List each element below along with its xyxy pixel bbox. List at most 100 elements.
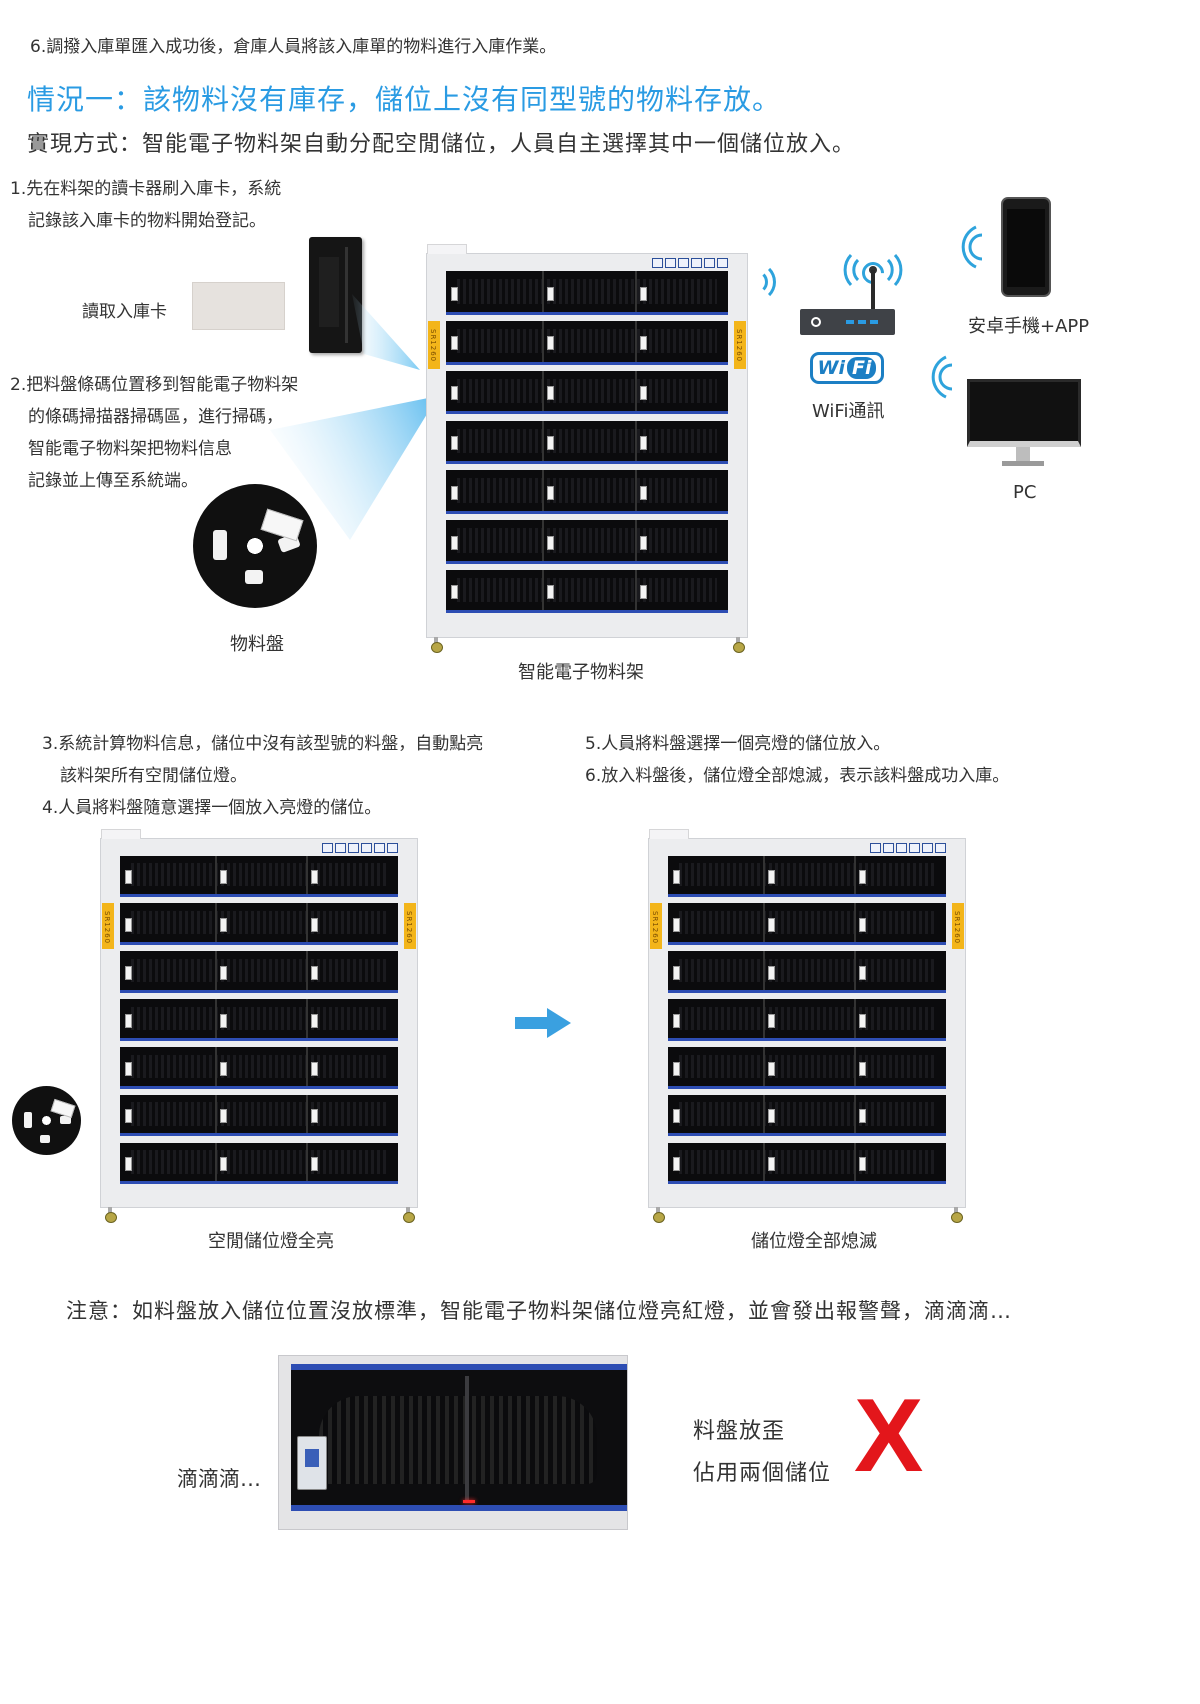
wifi-logo: Wi Fi: [810, 352, 884, 384]
slot-indicator: [311, 965, 319, 980]
panel-button-icon: [716, 258, 728, 268]
situation-method: 實現方式：智能電子物料架自動分配空閒儲位，人員自主選擇其中一個儲位放入。: [27, 132, 856, 157]
slot-indicator: [311, 870, 319, 885]
shelf-divider: [634, 569, 637, 611]
panel-button-icon: [387, 843, 399, 853]
scan-beams: [270, 294, 438, 540]
shelf-divider: [854, 903, 857, 943]
shelf-divider: [214, 951, 217, 990]
slot-indicator: [124, 918, 132, 933]
storage-shelf: [667, 903, 947, 946]
step2-line3: 智能電子物料架把物料信息: [28, 439, 232, 459]
slot-indicator: [639, 585, 647, 600]
shelf-slots: [679, 911, 935, 935]
shelf-divider: [854, 999, 857, 1038]
shelf-divider: [634, 520, 637, 561]
panel-button-icon: [703, 258, 715, 268]
shelf-slots: [679, 1102, 935, 1126]
caster-wheel: [733, 637, 745, 653]
shelf-slots: [131, 1054, 387, 1078]
shelf-divider: [214, 1046, 217, 1086]
rack-control-panel: [120, 843, 399, 855]
shelf-divider: [306, 1046, 309, 1086]
slot-indicator: [219, 918, 227, 933]
slot-indicator: [767, 965, 775, 980]
right-arrow-icon: [515, 1008, 571, 1038]
panel-button-icon: [322, 843, 334, 853]
shelf-slots: [457, 378, 717, 404]
phone-device: [1001, 197, 1051, 297]
rack-model-text: SR1260: [405, 911, 413, 945]
slot-indicator: [672, 1061, 680, 1076]
caption-all-off: 儲位燈全部熄滅: [751, 1231, 877, 1252]
rack-control-panel: [668, 843, 947, 855]
step6-intro: 6.調撥入庫單匯入成功後，倉庫人員將該入庫單的物料進行入庫作業。: [30, 37, 557, 57]
panel-button-icon: [361, 843, 373, 853]
panel-button-icon: [651, 258, 663, 268]
storage-shelf: [446, 569, 728, 614]
slot-indicator: [672, 918, 680, 933]
caster-wheel: [653, 1207, 665, 1223]
shelf-divider: [854, 855, 857, 895]
panel-button-icon: [883, 843, 895, 853]
slot-indicator: [547, 286, 554, 301]
rack-model-text: SR1260: [651, 911, 659, 945]
slot-indicator: [672, 870, 680, 885]
slot-indicator: [767, 1013, 775, 1028]
slot-indicator: [311, 1109, 319, 1124]
step2-line2: 的條碼掃描器掃碼區，進行掃碼，: [28, 407, 283, 427]
rack-signal-icon: [752, 260, 782, 304]
caster-wheel: [105, 1207, 117, 1223]
panel-button-icon: [335, 843, 347, 853]
slot-indicator: [859, 1013, 867, 1028]
slot-indicator: [124, 965, 132, 980]
material-reel-small: [12, 1086, 81, 1155]
step6-line: 6.放入料盤後，儲位燈全部熄滅，表示該料盤成功入庫。: [585, 766, 1010, 786]
shelf-closeup: [278, 1355, 628, 1530]
beep-text: 滴滴滴…: [177, 1467, 261, 1491]
rack-model-text: SR1260: [735, 329, 743, 363]
slot-indicator: [639, 535, 647, 550]
rack-side-label: SR1260: [102, 903, 114, 950]
shelf-slots: [457, 528, 717, 553]
shelf-divider: [854, 1094, 857, 1134]
panel-button-icon: [677, 258, 689, 268]
storage-shelf: [119, 999, 399, 1041]
storage-shelf: [667, 999, 947, 1041]
phone-label: 安卓手機+APP: [968, 316, 1090, 337]
shelf-slots: [457, 279, 717, 304]
slot-indicator: [451, 435, 459, 450]
step1-line1: 1.先在料架的讀卡器刷入庫卡，系統: [10, 179, 282, 199]
slot-indicator: [859, 918, 867, 933]
alarm-line2: 佔用兩個儲位: [693, 1461, 832, 1486]
slot-indicator: [311, 1061, 319, 1076]
slot-indicator: [124, 1013, 132, 1028]
slot-indicator: [451, 535, 459, 550]
step4-line: 4.人員將料盤隨意選擇一個放入亮燈的儲位。: [42, 798, 382, 818]
wifi-logo-fi: Fi: [846, 357, 877, 379]
reader-module: [297, 1436, 327, 1490]
slot-indicator: [672, 965, 680, 980]
shelf-divider: [762, 903, 765, 943]
router-device: [800, 309, 895, 335]
slot-indicator: [124, 1109, 132, 1124]
rack-label: 智能電子物料架: [518, 662, 644, 683]
slot-indicator: [639, 386, 647, 401]
slot-indicator: [547, 585, 554, 600]
card-label: 讀取入庫卡: [82, 302, 167, 322]
storage-shelf: [119, 1142, 399, 1185]
shelf-divider: [854, 951, 857, 990]
panel-button-icon: [896, 843, 908, 853]
step2-line1: 2.把料盤條碼位置移到智能電子物料架: [10, 375, 299, 395]
slot-indicator: [219, 965, 227, 980]
shelf-slots: [679, 1150, 935, 1174]
alarm-line1: 料盤放歪: [693, 1419, 786, 1444]
wifi-logo-wi: Wi: [817, 357, 845, 379]
shelf-divider: [541, 569, 544, 611]
slot-indicator: [311, 918, 319, 933]
slot-indicator: [311, 1013, 319, 1028]
shelf-divider: [214, 1142, 217, 1182]
slot-indicator: [672, 1109, 680, 1124]
slot-indicator: [451, 585, 459, 600]
